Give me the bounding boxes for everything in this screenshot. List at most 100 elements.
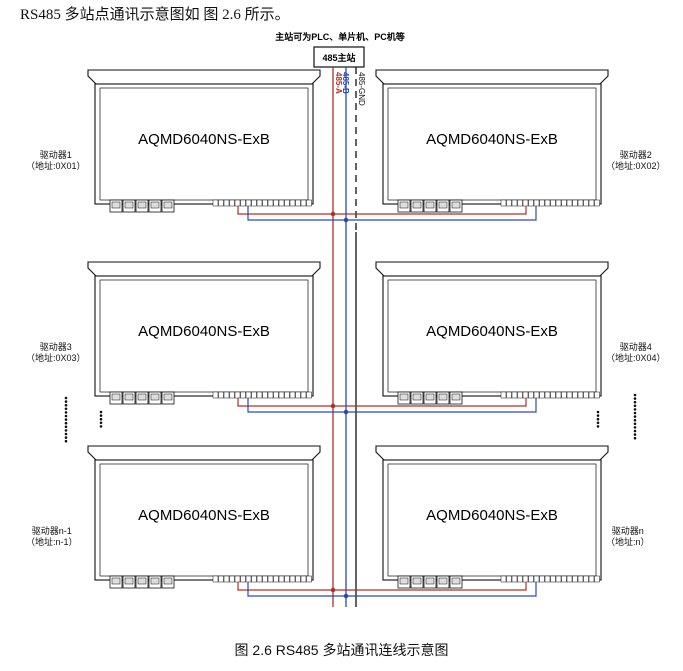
wire-b xyxy=(247,206,346,221)
driver-lid xyxy=(87,445,321,461)
ellipsis-dot xyxy=(633,433,637,436)
terminal-screw xyxy=(425,577,435,585)
terminal-pin xyxy=(240,575,246,583)
terminal-screw xyxy=(163,201,173,209)
ellipsis-dot xyxy=(64,414,68,418)
terminal-pin xyxy=(528,199,534,207)
terminal-pin xyxy=(284,575,290,583)
driver-body xyxy=(382,275,602,397)
driver-inner-frame xyxy=(99,87,309,201)
ellipsis-dot xyxy=(64,396,68,400)
terminal-pin xyxy=(572,199,578,207)
terminal-pin xyxy=(588,199,595,207)
terminal-pin xyxy=(245,575,252,583)
ellipsis-dot xyxy=(64,432,68,436)
terminal-screw xyxy=(438,201,448,209)
driver-name: 驱动器n-1 xyxy=(31,526,72,536)
terminal-pin xyxy=(566,199,573,207)
driver-unit: AQMD6040NS-ExB xyxy=(330,445,609,599)
terminal-screw xyxy=(412,393,422,401)
driver-body xyxy=(94,459,314,581)
terminal-pin xyxy=(577,199,584,207)
terminal-screw xyxy=(124,393,134,401)
ellipsis-dot xyxy=(99,417,103,421)
driver-lid xyxy=(375,69,609,85)
ellipsis-dot xyxy=(633,393,637,397)
junction-a xyxy=(330,587,336,593)
wire-a xyxy=(237,206,333,215)
ellipsis-dot xyxy=(633,436,637,440)
terminal-pin xyxy=(234,199,241,207)
ellipsis-dot xyxy=(64,421,68,425)
terminal-pin xyxy=(594,199,600,207)
ellipsis-dot xyxy=(596,421,600,425)
ellipsis-dot xyxy=(596,425,600,428)
terminal-pin xyxy=(212,391,219,399)
ellipsis-dot xyxy=(99,421,103,425)
terminal-pin xyxy=(278,391,285,399)
ellipsis-dot xyxy=(633,411,637,415)
driver-name: 驱动器3 xyxy=(39,342,72,352)
terminal-pin xyxy=(528,575,534,583)
terminal-pin xyxy=(588,575,595,583)
ellipsis-dot xyxy=(633,429,637,433)
terminal-pin xyxy=(218,391,224,399)
junction-b xyxy=(343,593,349,599)
terminal-pin xyxy=(583,391,589,399)
terminal-pin xyxy=(544,575,551,583)
driver-unit: AQMD6040NS-ExB xyxy=(87,445,349,599)
terminal-pin xyxy=(262,391,268,399)
terminal-pin xyxy=(550,575,556,583)
driver-model: AQMD6040NS-ExB xyxy=(426,507,558,524)
terminal-pin xyxy=(550,391,556,399)
driver-unit: AQMD6040NS-ExB xyxy=(87,261,349,415)
junction-a xyxy=(330,211,336,217)
terminal-pin xyxy=(539,575,545,583)
driver-inner-frame xyxy=(387,279,597,393)
ellipsis-dot xyxy=(633,418,637,422)
terminal-pin xyxy=(583,199,589,207)
ellipsis-dot xyxy=(64,407,68,411)
driver-model: AQMD6040NS-ExB xyxy=(138,507,270,524)
bus-label-b: 485-B xyxy=(341,72,350,94)
terminal-screw xyxy=(150,393,160,401)
wire-b xyxy=(346,582,537,597)
driver-address: （地址:0X01） xyxy=(26,161,86,171)
terminal-screw xyxy=(425,201,435,209)
ellipsis-dot xyxy=(633,426,637,429)
driver-label: 驱动器n（地址:n） xyxy=(606,526,650,548)
ellipsis-dot xyxy=(633,404,637,408)
wire-a xyxy=(333,206,527,215)
terminal-pin xyxy=(300,575,307,583)
terminal-pin xyxy=(245,199,252,207)
driver-label: 驱动器2（地址:0X02） xyxy=(606,150,666,172)
terminal-pin xyxy=(561,199,567,207)
terminal-pin xyxy=(240,199,246,207)
ellipsis-dot xyxy=(64,400,68,403)
terminal-pin xyxy=(500,575,507,583)
terminal-pin xyxy=(289,575,296,583)
terminal-screw xyxy=(438,393,448,401)
driver-name: 驱动器4 xyxy=(619,342,652,352)
terminal-pin xyxy=(245,391,252,399)
terminal-pin xyxy=(561,575,567,583)
ellipsis-dot xyxy=(64,403,68,407)
terminal-screw xyxy=(163,393,173,401)
driver-lid xyxy=(87,69,321,85)
terminal-pin xyxy=(506,391,512,399)
wire-b xyxy=(247,398,346,413)
terminal-pin xyxy=(295,199,301,207)
terminal-pin xyxy=(572,391,578,399)
terminal-pin xyxy=(511,199,518,207)
terminal-pin xyxy=(550,199,556,207)
wire-a xyxy=(237,398,333,407)
ellipsis-dot xyxy=(99,410,103,414)
terminal-pin xyxy=(229,575,235,583)
terminal-pin xyxy=(506,575,512,583)
wire-a xyxy=(333,582,527,591)
terminal-pin xyxy=(588,391,595,399)
terminal-pin xyxy=(273,575,279,583)
terminal-pin xyxy=(511,391,518,399)
terminal-pin xyxy=(223,391,230,399)
terminal-pin xyxy=(295,575,301,583)
